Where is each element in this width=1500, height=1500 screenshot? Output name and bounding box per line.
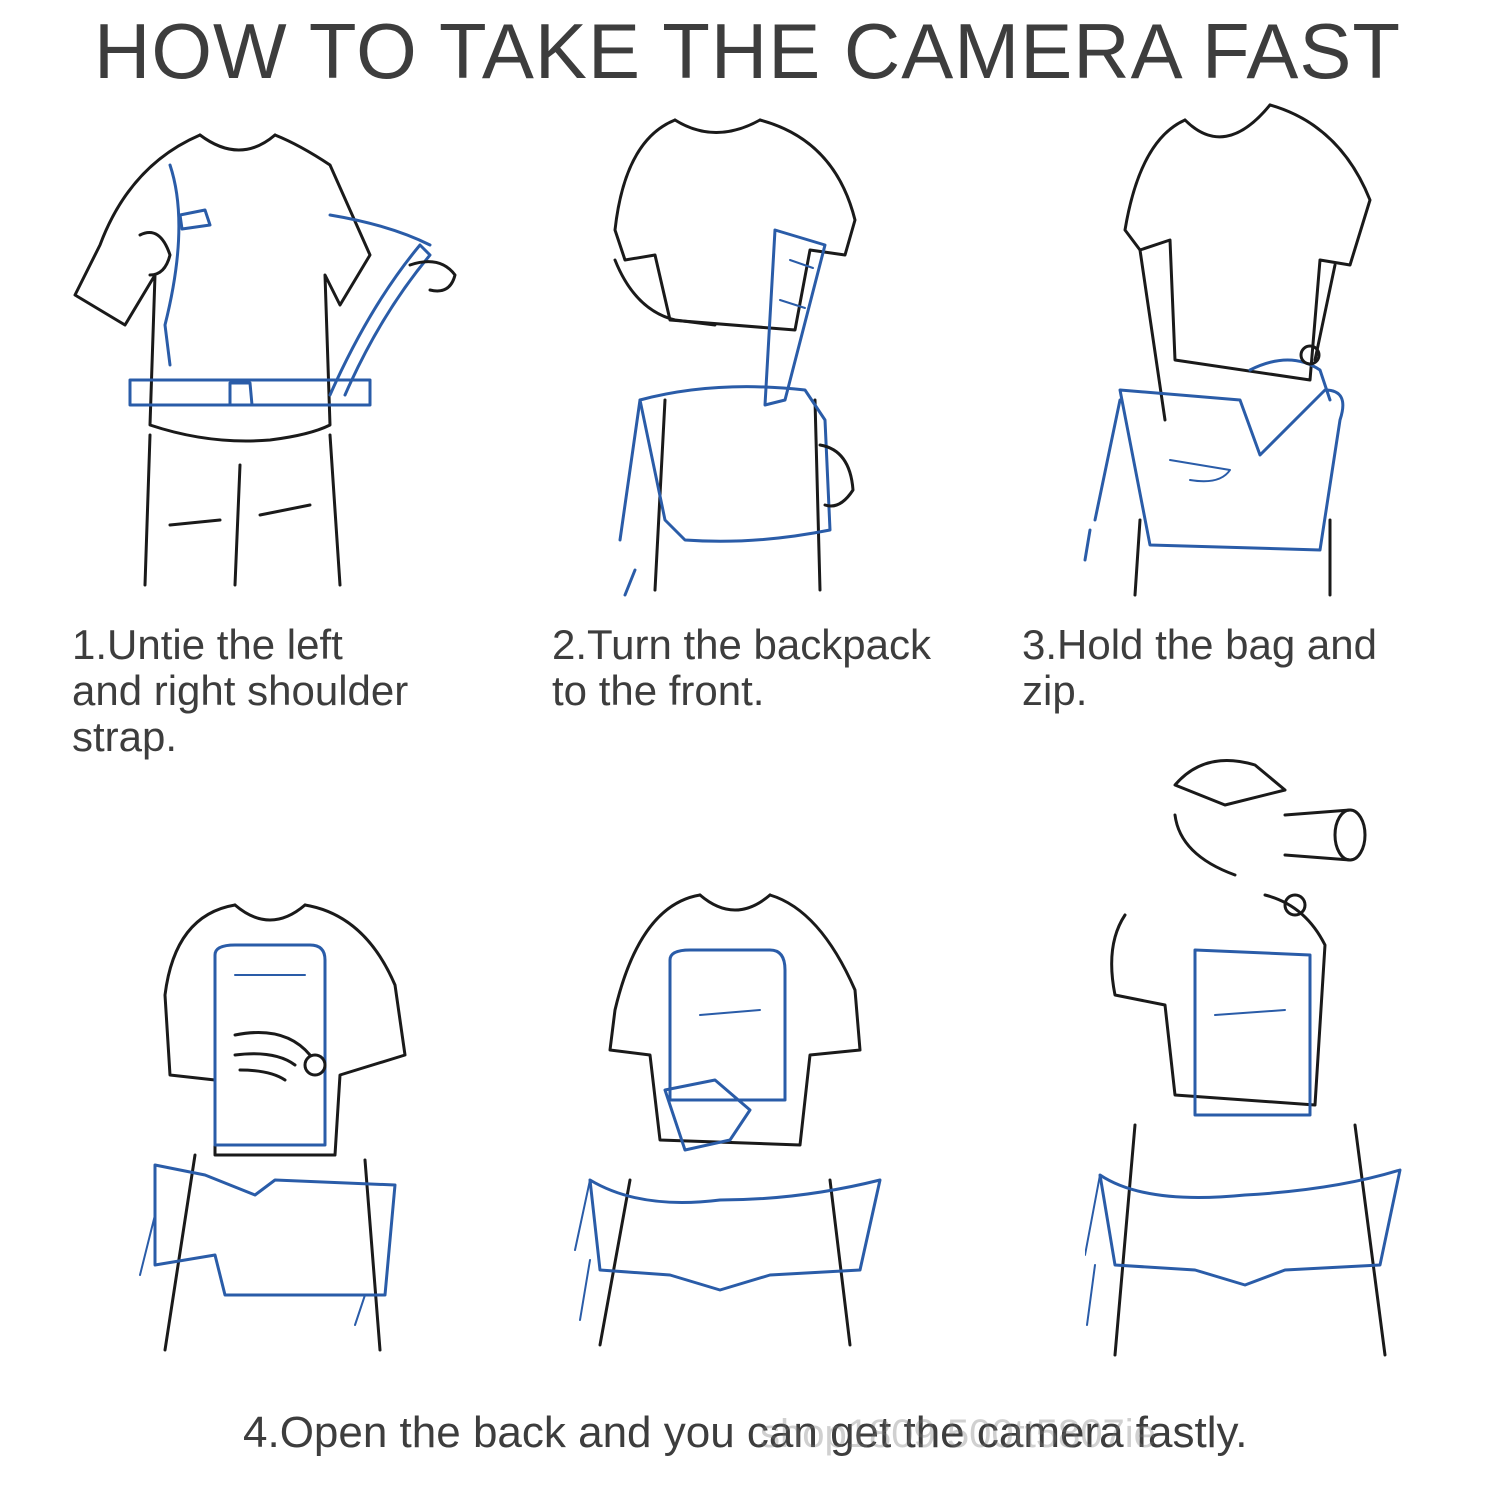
step-2-line-1: 2.Turn the backpack [552, 621, 931, 668]
illustration-step-1 [70, 125, 470, 590]
watermark: shop1809 500tt5807ie [760, 1412, 1156, 1456]
step-2-line-2: to the front. [552, 667, 765, 714]
step-3-label: 3.Hold the bag and zip. [1022, 622, 1462, 714]
page-title: HOW TO TAKE THE CAMERA FAST [94, 7, 1402, 95]
illustration-step-4c [1085, 745, 1405, 1365]
step-3-line-2: zip. [1022, 667, 1088, 714]
step-4-caption: 4.Open the back and you can get the came… [243, 1408, 1248, 1457]
step-1-line-1: 1.Untie the left [72, 621, 343, 668]
step-1-label: 1.Untie the left and right shoulder stra… [72, 622, 492, 760]
illustration-step-2 [595, 100, 875, 600]
illustration-step-4b [570, 880, 890, 1350]
step-2-label: 2.Turn the backpack to the front. [552, 622, 992, 714]
illustration-step-4a [125, 895, 415, 1355]
step-1-line-2: and right shoulder [72, 667, 409, 714]
step-3-line-1: 3.Hold the bag and [1022, 621, 1377, 668]
step-1-line-3: strap. [72, 713, 178, 760]
illustration-step-3 [1080, 100, 1380, 600]
